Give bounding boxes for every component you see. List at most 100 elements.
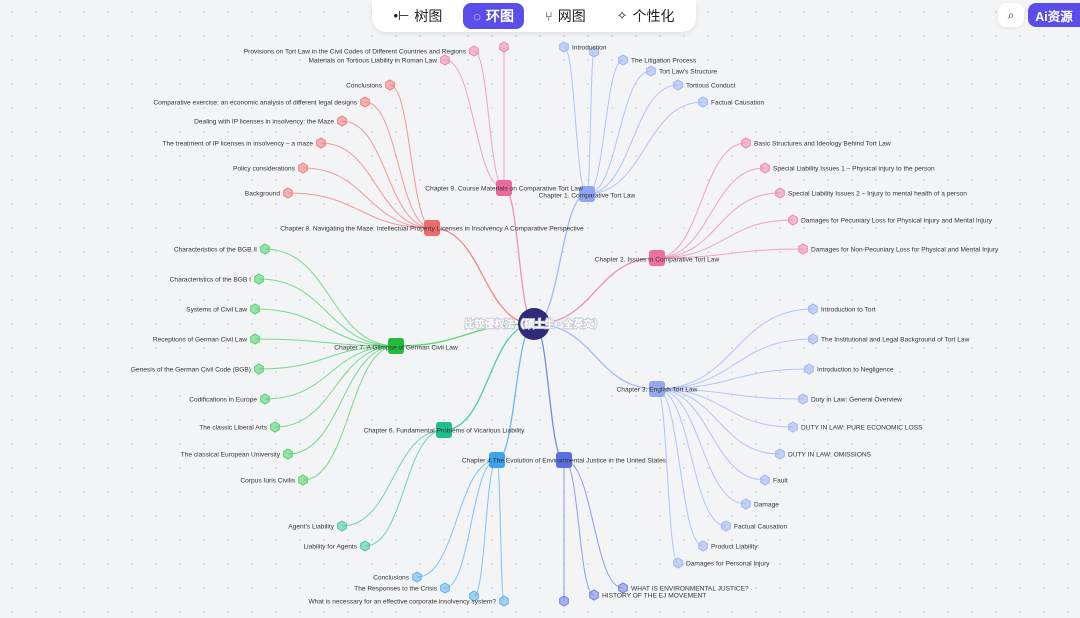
ch1-leaf-edge [586,101,704,195]
leaf-node[interactable] [589,589,599,601]
leaf-node[interactable] [798,393,808,405]
leaf-node[interactable] [698,96,708,108]
leaf-node[interactable] [254,273,264,285]
leaf-node[interactable] [760,474,770,486]
central-topic-label: 比较侵权法（硕士生 · 全英文） [465,318,604,331]
leaf-node[interactable] [618,582,628,594]
leaf-label: The Responses to the Crisis [354,585,438,592]
ch2-chapter-label: Chapter 2. Issues in Comparative Tort La… [595,256,720,263]
leaf-node[interactable] [385,79,395,91]
ch5-chapter-node[interactable] [489,452,505,468]
ch7-leaf-edge [254,338,397,347]
ch8-chapter-node[interactable] [424,220,440,236]
ch8-leaf-edge [341,120,433,229]
leaf-node[interactable] [618,54,628,66]
tab-custom-label: 个性化 [632,8,675,24]
leaf-node[interactable] [270,421,280,433]
leaf-node[interactable] [646,65,656,77]
leaf-node[interactable] [673,557,683,569]
ch9-chapter-node[interactable] [496,180,512,196]
leaf-node[interactable] [283,448,293,460]
leaf-node[interactable] [440,582,450,594]
leaf-node[interactable] [673,79,683,91]
tab-ring-view[interactable]: ◌ 环图 [463,3,524,29]
leaf-node[interactable] [788,421,798,433]
tab-network-label: 网图 [557,8,586,24]
ch8-leaf-edge [287,192,433,229]
leaf-node[interactable] [589,46,599,58]
ch3-chapter-node[interactable] [649,381,665,397]
leaf-node[interactable] [337,520,347,532]
ch3-leaf-edge [656,338,814,390]
leaf-node[interactable] [360,540,370,552]
leaf-node[interactable] [469,590,479,602]
ch1-leaf-edge [586,59,624,195]
leaf-node[interactable] [808,333,818,345]
leaf-node[interactable] [808,303,818,315]
leaf-node[interactable] [499,595,509,607]
central-topic-node[interactable] [518,308,550,340]
ch8-trunk-edge [431,227,535,325]
ch3-leaf-edge [656,368,810,390]
tab-custom-view[interactable]: ✧ 个性化 [607,3,685,29]
ch7-leaf-edge [302,345,397,481]
ch5-leaf-edge [416,459,498,578]
ch1-leaf-edge [586,84,679,195]
leaf-node[interactable] [298,162,308,174]
leaf-label: Introduction [572,44,607,51]
leaf-node[interactable] [469,45,479,57]
leaf-node[interactable] [260,243,270,255]
leaf-label: Corpus Iuris Civilis [240,477,295,484]
leaf-label: Agent’s Liability [288,523,334,530]
leaf-label: The classic Liberal Arts [199,424,267,431]
leaf-node[interactable] [337,115,347,127]
leaf-node[interactable] [499,41,509,53]
leaf-node[interactable] [559,595,569,607]
leaf-label: Introduction to Negligence [817,366,894,373]
tab-tree-view[interactable]: •⊢ 树图 [383,3,452,29]
leaf-node[interactable] [721,520,731,532]
leaf-node[interactable] [250,333,260,345]
leaf-label: Tort Law's Structure [659,68,717,75]
leaf-node[interactable] [775,448,785,460]
ch4-chapter-node[interactable] [556,452,572,468]
ch8-leaf-edge [364,101,433,229]
leaf-node[interactable] [741,137,751,149]
leaf-node[interactable] [412,571,422,583]
leaf-label: Special Liability Issues 2 – Injury to m… [788,190,967,197]
leaf-label: Product Liability [711,543,758,550]
ch6-chapter-node[interactable] [436,422,452,438]
leaf-node[interactable] [788,214,798,226]
leaf-node[interactable] [775,187,785,199]
leaf-node[interactable] [760,162,770,174]
leaf-node[interactable] [360,96,370,108]
mindmap-nodes [250,41,818,607]
ch2-leaf-edge [656,248,804,259]
leaf-node[interactable] [804,363,814,375]
leaf-label: Background [245,190,281,197]
ch7-leaf-edge [258,278,397,347]
ch3-leaf-edge [656,308,814,390]
leaf-node[interactable] [260,393,270,405]
leaf-node[interactable] [559,41,569,53]
ch1-chapter-node[interactable] [579,186,595,202]
leaf-node[interactable] [283,187,293,199]
search-button[interactable]: ⌕ [998,3,1024,27]
leaf-node[interactable] [798,243,808,255]
leaf-node[interactable] [698,540,708,552]
ch7-chapter-node[interactable] [388,338,404,354]
ch2-chapter-node[interactable] [649,250,665,266]
leaf-node[interactable] [316,137,326,149]
leaf-node[interactable] [440,54,450,66]
leaf-node[interactable] [254,363,264,375]
ch7-leaf-edge [264,345,397,400]
tab-network-view[interactable]: ⑂ 网图 [535,3,596,29]
leaf-node[interactable] [250,303,260,315]
leaf-label: Basic Structures and Ideology Behind Tor… [754,140,891,147]
leaf-node[interactable] [741,498,751,510]
leaf-node[interactable] [298,474,308,486]
leaf-label: The Litigation Process [631,57,697,64]
ai-resources-button[interactable]: Ai资源 [1028,3,1080,27]
